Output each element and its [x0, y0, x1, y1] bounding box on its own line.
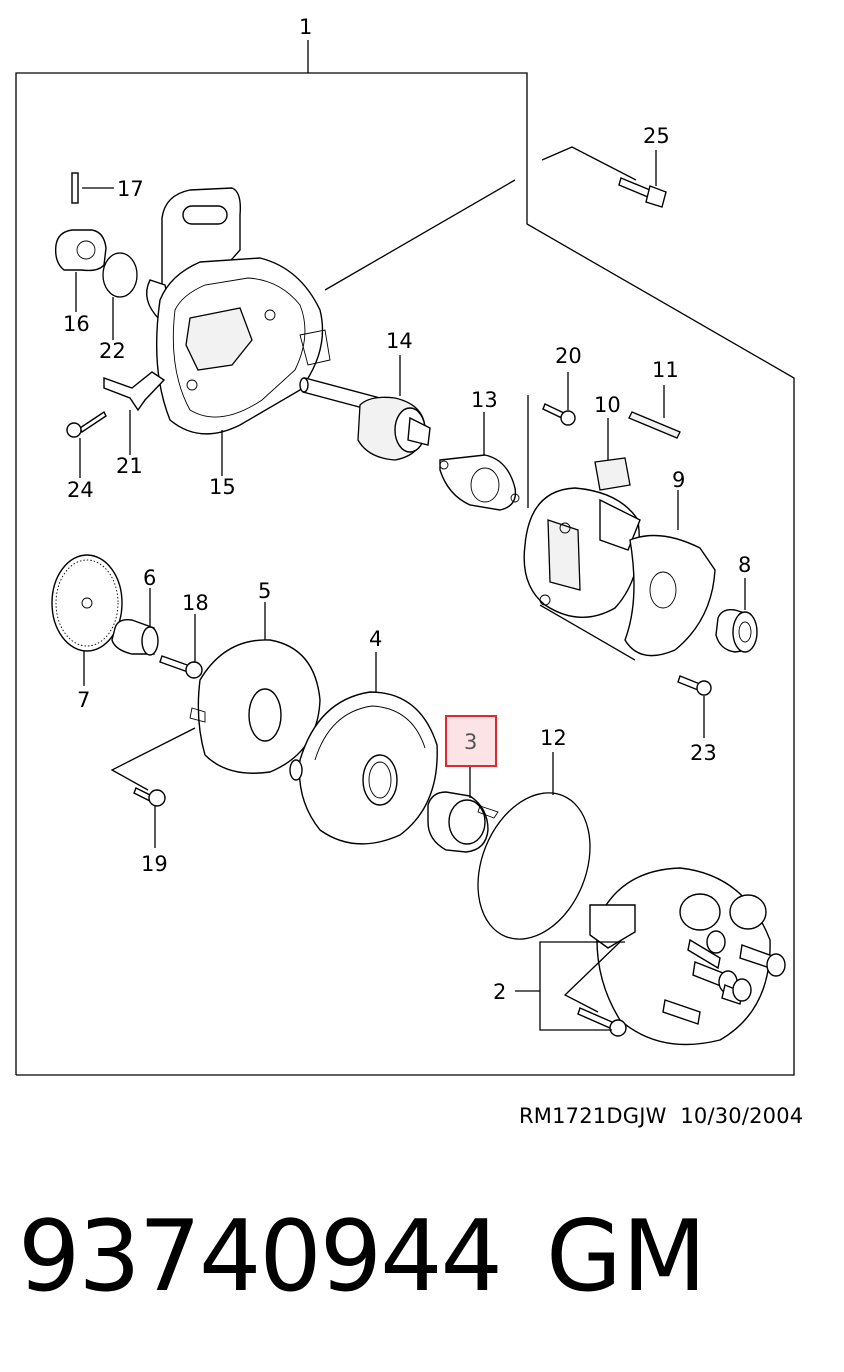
- drawing-date: 10/30/2004: [680, 1104, 804, 1128]
- part-11-strip: [628, 385, 681, 439]
- callout-15: 15: [209, 475, 236, 499]
- part-18-screw: [159, 614, 203, 679]
- callout-12: 12: [540, 726, 567, 750]
- leader-15-to-1: [324, 179, 516, 291]
- part-10-connector: [594, 418, 631, 491]
- part-number: 93740944: [18, 1200, 503, 1314]
- callout-21: 21: [116, 454, 143, 478]
- part-2-screw: [577, 1007, 627, 1037]
- part-12-o-ring: [477, 752, 591, 940]
- callout-6: 6: [143, 566, 156, 590]
- callout-9: 9: [672, 468, 685, 492]
- leader-2-bracket: [539, 941, 625, 1031]
- callout-16: 16: [63, 312, 90, 336]
- callout-24: 24: [67, 478, 94, 502]
- callout-25: 25: [643, 124, 670, 148]
- part-8-bushing: [715, 578, 758, 653]
- leader-2-screw: [563, 941, 621, 1013]
- part-17-pin: [71, 172, 114, 204]
- highlight-box-3[interactable]: [445, 715, 497, 767]
- part-6-spacer: [111, 588, 159, 656]
- callout-7: 7: [77, 688, 90, 712]
- callout-19: 19: [141, 852, 168, 876]
- callout-13: 13: [471, 388, 498, 412]
- callout-5: 5: [258, 579, 271, 603]
- part-3-rotor: [427, 766, 499, 853]
- callout-1: 1: [299, 15, 312, 39]
- part-13-plate: [439, 395, 529, 511]
- part-21-bracket: [103, 371, 166, 455]
- callout-17: 17: [117, 177, 144, 201]
- leader-23-frame: [539, 604, 636, 661]
- part-22-o-ring: [102, 252, 138, 340]
- callout-18: 18: [182, 591, 209, 615]
- callout-20: 20: [555, 344, 582, 368]
- part-20-screw: [542, 372, 576, 426]
- callout-11: 11: [652, 358, 679, 382]
- callout-10: 10: [594, 393, 621, 417]
- callout-4: 4: [369, 627, 382, 651]
- assembly-frame: [15, 72, 795, 1076]
- drawing-reference: RM1721DGJW 10/30/2004: [519, 1104, 803, 1128]
- part-ignition-module: [523, 487, 716, 657]
- callout-8: 8: [738, 553, 751, 577]
- callout-14: 14: [386, 329, 413, 353]
- part-14-shaft: [299, 355, 431, 461]
- part-4-rotor-housing: [289, 652, 438, 845]
- part-2-cap: [589, 867, 786, 1046]
- part-16-coupling: [54, 229, 107, 312]
- drawing-code: RM1721DGJW: [519, 1104, 667, 1128]
- callout-23: 23: [690, 741, 717, 765]
- part-23-screw: [677, 675, 712, 738]
- part-25-bolt: [541, 146, 667, 208]
- part-5-cover: [189, 602, 321, 774]
- callout-22: 22: [99, 339, 126, 363]
- part-19-screw: [133, 787, 166, 848]
- callout-2: 2: [493, 980, 506, 1004]
- brand-name: GM: [546, 1200, 707, 1314]
- callout-3[interactable]: 3: [464, 730, 477, 754]
- part-15-housing: [146, 187, 331, 435]
- leader-19-frame: [110, 727, 196, 791]
- part-7-disc: [51, 554, 123, 686]
- part-24-screw: [66, 410, 107, 478]
